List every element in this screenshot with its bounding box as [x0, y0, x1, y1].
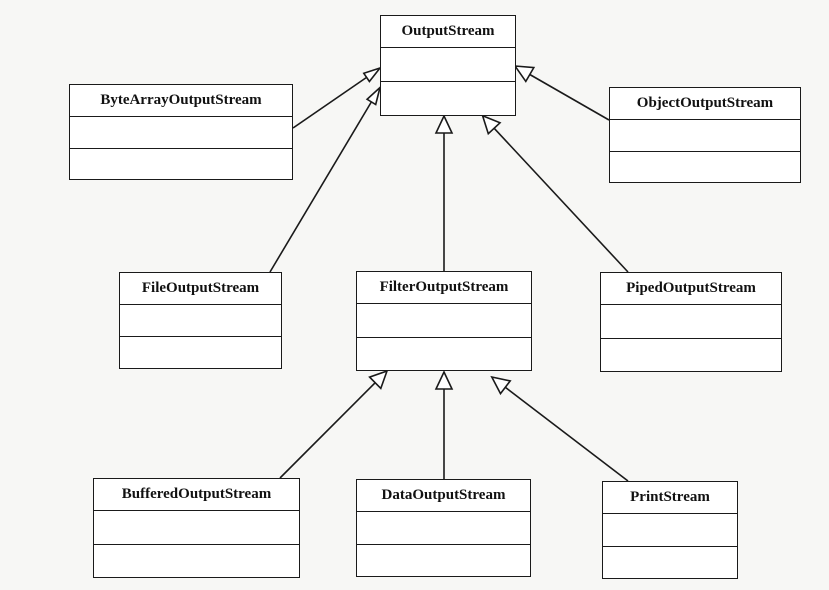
generalization-arrowhead [434, 114, 454, 134]
edge-print-to-filter [504, 386, 629, 482]
class-name: BufferedOutputStream [94, 479, 299, 511]
class-bufferedoutputstream: BufferedOutputStream [93, 478, 300, 578]
attributes-compartment [601, 305, 781, 339]
edge-object-to-outputstream [529, 73, 610, 121]
class-name: PrintStream [603, 482, 737, 514]
methods-compartment [70, 149, 292, 180]
class-name: DataOutputStream [357, 480, 530, 512]
attributes-compartment [120, 305, 281, 337]
methods-compartment [357, 545, 530, 577]
methods-compartment [603, 547, 737, 579]
class-name: FileOutputStream [120, 273, 281, 305]
class-name: ByteArrayOutputStream [70, 85, 292, 117]
class-dataoutputstream: DataOutputStream [356, 479, 531, 577]
attributes-compartment [94, 511, 299, 545]
class-printstream: PrintStream [602, 481, 738, 579]
attributes-compartment [357, 304, 531, 338]
attributes-compartment [381, 48, 515, 82]
generalization-arrowhead [513, 65, 536, 83]
methods-compartment [601, 339, 781, 372]
generalization-arrowhead [365, 85, 382, 106]
attributes-compartment [603, 514, 737, 547]
edge-file-to-outputstream [269, 101, 373, 273]
attributes-compartment [357, 512, 530, 545]
class-outputstream: OutputStream [380, 15, 516, 116]
class-objectoutputstream: ObjectOutputStream [609, 87, 801, 183]
generalization-arrowhead [368, 369, 389, 390]
edge-piped-to-outputstream [493, 127, 629, 273]
generalization-arrowhead [434, 370, 454, 390]
edge-buffered-to-filter [279, 382, 376, 479]
class-filteroutputstream: FilterOutputStream [356, 271, 532, 371]
methods-compartment [120, 337, 281, 368]
class-name: OutputStream [381, 16, 515, 48]
methods-compartment [610, 152, 800, 183]
methods-compartment [357, 338, 531, 371]
methods-compartment [94, 545, 299, 578]
generalization-arrowhead [481, 114, 502, 136]
class-pipedoutputstream: PipedOutputStream [600, 272, 782, 372]
class-bytearrayoutputstream: ByteArrayOutputStream [69, 84, 293, 180]
class-fileoutputstream: FileOutputStream [119, 272, 282, 369]
generalization-arrowhead [490, 375, 512, 396]
class-name: PipedOutputStream [601, 273, 781, 305]
class-name: FilterOutputStream [357, 272, 531, 304]
class-name: ObjectOutputStream [610, 88, 800, 120]
edge-bytearray-to-outputstream [292, 76, 368, 129]
methods-compartment [381, 82, 515, 115]
attributes-compartment [610, 120, 800, 152]
generalization-arrowhead [362, 66, 383, 83]
attributes-compartment [70, 117, 292, 149]
